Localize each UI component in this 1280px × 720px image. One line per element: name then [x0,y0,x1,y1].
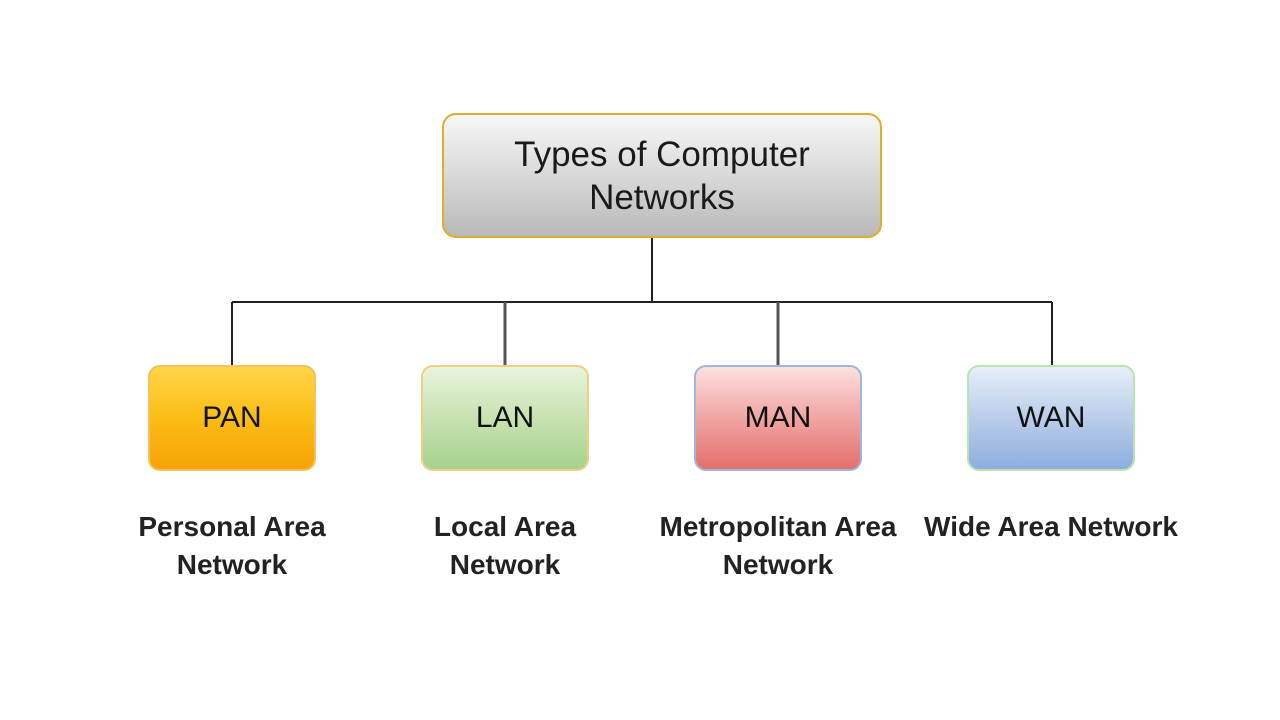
node-description-wan: Wide Area Network [924,511,1178,542]
root-node: Types of Computer Networks [442,113,882,238]
node-label-lan: LAN [475,401,535,434]
root-title: Types of Computer Networks [514,134,810,217]
node-description-pan: Personal Area Network [138,511,326,580]
node-wan: WAN [967,365,1135,471]
node-lan: LAN [421,365,589,471]
node-description-lan: Local Area Network [433,511,577,580]
node-pan: PAN [148,365,316,471]
node-description-man: Metropolitan Area Network [659,511,897,580]
node-label-wan: WAN [1016,401,1086,434]
node-label-pan: PAN [202,401,262,434]
node-label-man: MAN [744,401,812,434]
node-man: MAN [694,365,862,471]
